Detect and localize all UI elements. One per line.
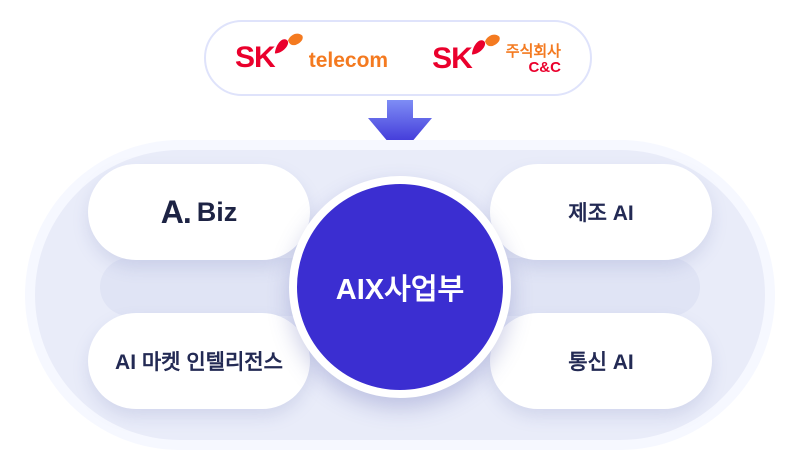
cnc-wordmark-stack: 주식회사 C&C: [506, 44, 561, 76]
ai-market-intelligence-node: AI 마켓 인텔리전스: [88, 313, 310, 409]
cnc-wordmark: C&C: [528, 59, 561, 76]
sk-cnc-logo: SK 주식회사 C&C: [432, 34, 561, 76]
center-label: AIX사업부: [335, 274, 465, 306]
sk-butterfly-icon: [470, 33, 502, 62]
node-label: 통신 AI: [568, 351, 634, 374]
down-arrow-icon: [368, 100, 432, 156]
jushikhoesa-wordmark: 주식회사: [505, 43, 561, 61]
node-label: AI 마켓 인텔리전스: [115, 351, 283, 374]
aix-division-center-node: AIX사업부: [289, 176, 511, 398]
sk-wordmark: SK: [235, 41, 276, 74]
node-label: 제조 AI: [568, 202, 634, 225]
sk-wordmark: SK: [432, 41, 473, 75]
abiz-label: Biz: [196, 196, 238, 227]
telecom-wordmark: telecom: [308, 49, 389, 72]
sk-telecom-logo: SK telecom: [235, 33, 389, 74]
parent-companies-capsule: SK telecom SK 주식회사 C&C: [204, 20, 592, 96]
abiz-node: A. Biz: [88, 164, 310, 260]
telecom-ai-node: 통신 AI: [490, 313, 712, 409]
sk-butterfly-icon: [273, 32, 305, 61]
adot-logo-mark: A.: [160, 193, 192, 230]
manufacturing-ai-node: 제조 AI: [490, 164, 712, 260]
